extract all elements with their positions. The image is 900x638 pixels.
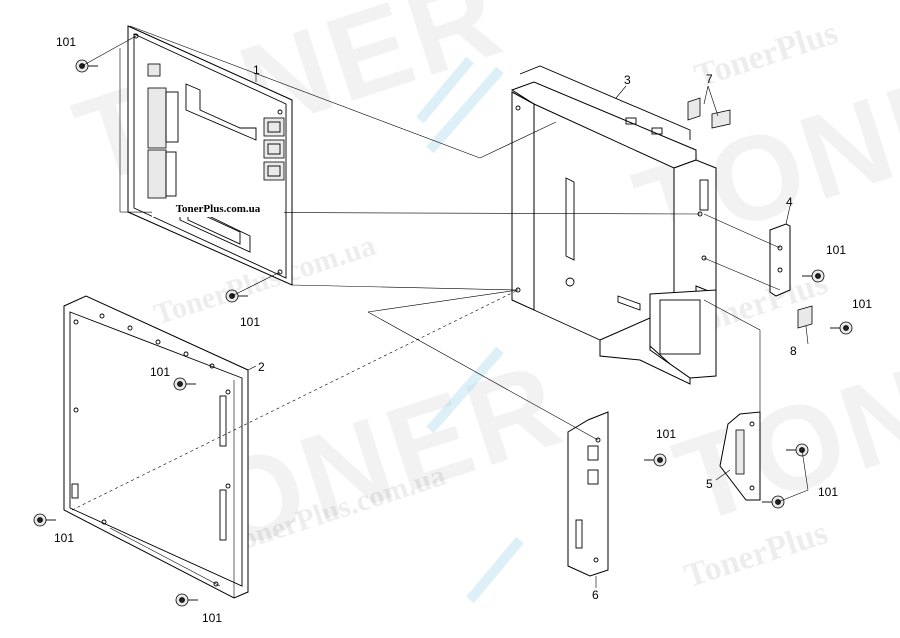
callout-part-2: 2 (258, 360, 265, 374)
part-2-cover-plate (63, 295, 249, 599)
screw-icon (225, 289, 248, 303)
callout-part-1: 1 (253, 63, 260, 77)
screw-icon (173, 377, 196, 391)
screw-icon (33, 513, 56, 527)
callout-part-6: 6 (592, 588, 599, 602)
screw-icon (802, 269, 825, 283)
callout-screw-101: 101 (202, 611, 223, 625)
callout-screw-101: 101 (656, 427, 677, 441)
callout-screw-101: 101 (240, 315, 261, 329)
part-3-main-bracket (510, 65, 717, 385)
screw-icon (75, 59, 98, 73)
callout-screw-101: 101 (150, 365, 171, 379)
screw-icon (786, 443, 809, 457)
screw-icon (762, 495, 785, 509)
screw-icon (644, 453, 667, 467)
part-1-controller-board (119, 25, 293, 286)
callout-screw-101: 101 (56, 35, 77, 49)
part-4-small-bracket (769, 223, 791, 297)
callout-screw-101: 101 (826, 243, 847, 257)
callout-part-8: 8 (790, 344, 797, 358)
part-6-vertical-bracket (567, 411, 609, 577)
callout-screw-101: 101 (818, 485, 839, 499)
part-8-clip (797, 305, 813, 329)
watermark-x-accent (416, 56, 524, 604)
callout-part-7: 7 (706, 72, 713, 86)
assembly-lines (71, 25, 809, 588)
part-5-connector-bracket (719, 411, 761, 501)
callout-screw-101: 101 (852, 297, 873, 311)
callout-part-4: 4 (786, 195, 793, 209)
callout-screw-101: 101 (54, 531, 75, 545)
callout-part-5: 5 (706, 477, 713, 491)
screw-icon (830, 321, 853, 335)
screw-icon-group (33, 59, 853, 607)
callout-part-3: 3 (624, 73, 631, 87)
diagram-caption: TonerPlus.com.ua (152, 201, 284, 217)
part-7-pads (687, 97, 731, 129)
screw-icon (175, 593, 198, 607)
